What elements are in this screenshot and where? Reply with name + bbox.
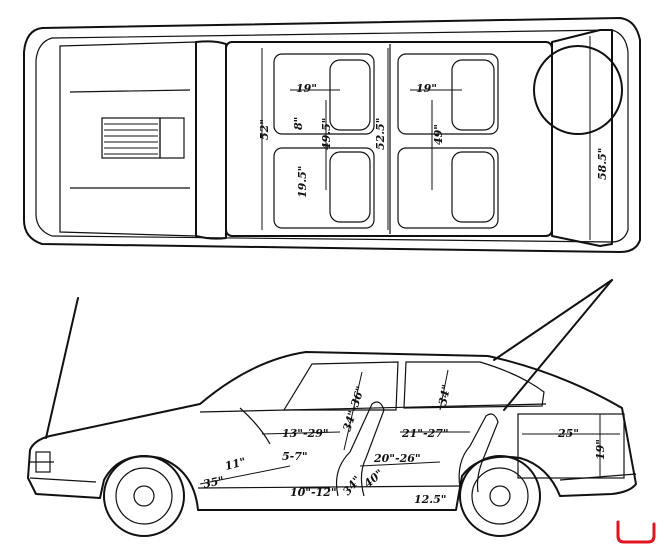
plan-view — [23, 17, 641, 253]
label-rear-seat-width: 19" — [296, 82, 317, 95]
rear-bumper — [559, 473, 637, 481]
steering-wheel — [239, 407, 271, 445]
front-seats — [273, 53, 375, 229]
plan-labels: 19" 19" 52" 8" 49.5" 52.5" 49" 19.5" 58.… — [258, 82, 609, 198]
seat-front-right-back — [329, 151, 371, 223]
label-rear-cushion-length: 10"-12" — [290, 486, 337, 499]
side-dimension-lines — [199, 369, 620, 489]
plan-hood-crease — [69, 89, 191, 189]
seat-front-right — [273, 147, 375, 229]
plan-body-outline — [23, 17, 641, 253]
side-front-seat — [458, 413, 499, 493]
label-front-legroom: 21"-27" — [401, 427, 449, 440]
side-rear-seat — [335, 401, 385, 497]
label-cabin-width: 52.5" — [374, 117, 387, 150]
side-view — [27, 279, 637, 537]
rocker-line — [197, 485, 461, 489]
corner-mark-icon — [616, 520, 656, 544]
label-front-seat-width: 19" — [416, 82, 437, 95]
label-front-seat-back: 34" — [340, 473, 363, 497]
plan-rear-hatch — [551, 29, 613, 247]
rear-seats — [397, 53, 499, 229]
label-seat-gap-a: 8" — [292, 117, 305, 130]
plan-dimension-lines — [261, 36, 591, 240]
label-rear-overall-width: 58.5" — [596, 147, 609, 180]
seat-rear-right — [397, 147, 499, 229]
belt-line — [199, 403, 547, 413]
label-rear-legroom: 13"-29" — [282, 427, 329, 440]
label-seat-gap-b: 49.5" — [320, 117, 333, 150]
headlight — [35, 451, 51, 473]
seat-rear-left — [397, 53, 499, 135]
label-cushion-height: 11" — [224, 455, 248, 473]
cargo-area — [517, 413, 625, 479]
open-hatch-edge — [503, 279, 613, 411]
seat-rear-left-back — [451, 59, 495, 131]
front-wheel — [103, 455, 185, 537]
side-body-outline — [27, 351, 637, 511]
rear-window — [403, 361, 545, 409]
plan-hood — [59, 41, 197, 237]
seat-rear-right-back — [451, 151, 495, 223]
spare-wheel — [533, 45, 623, 135]
seat-front-left — [273, 53, 375, 135]
label-rear-seat-height: 5-7" — [282, 450, 308, 463]
label-cargo-length: 25" — [557, 427, 579, 440]
plan-cabin — [225, 41, 553, 237]
hood-scoop — [159, 117, 185, 159]
label-rear-cabin-width: 52" — [258, 119, 271, 140]
label-front-headroom: 34" — [436, 383, 453, 406]
rear-wheel — [459, 455, 541, 537]
label-rear-seat-depth: 19.5" — [296, 165, 309, 198]
open-hatch-top — [493, 279, 613, 361]
antenna — [45, 297, 79, 439]
label-seat-travel: 20"-26" — [373, 452, 421, 465]
label-front-cabin-width: 49" — [432, 124, 445, 145]
front-window — [282, 361, 399, 411]
label-front-cushion-height: 12.5" — [414, 493, 447, 506]
label-rear-foot-well: 35" — [202, 474, 225, 491]
label-cargo-height: 19" — [594, 439, 607, 460]
hood-vent-slats — [104, 123, 158, 155]
plan-windscreen — [195, 40, 227, 240]
seat-front-left-back — [329, 59, 371, 131]
